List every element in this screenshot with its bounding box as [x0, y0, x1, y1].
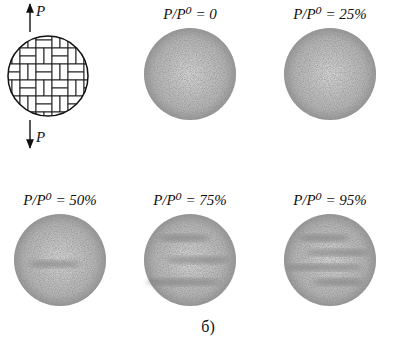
weave-strand	[68, 32, 84, 40]
weave-strand	[68, 112, 76, 128]
force-label: P	[36, 2, 45, 20]
weave-strand	[28, 96, 36, 112]
sample-circle: P/P⁰ = 50%	[4, 190, 116, 310]
weave-strand	[52, 88, 68, 96]
weave-strand	[60, 96, 68, 112]
weave-strand	[20, 56, 36, 64]
sample-disc	[140, 210, 240, 310]
weave-strand	[20, 120, 36, 128]
figure-caption: б)	[201, 318, 214, 336]
weave-strand	[20, 80, 36, 88]
weave-strand	[84, 112, 100, 120]
pressure-label: P/P⁰ = 50%	[4, 190, 116, 210]
weave-strand	[76, 80, 84, 96]
weave-strand	[52, 120, 68, 128]
weave-strand	[36, 72, 52, 80]
weave-strand	[68, 64, 84, 72]
weave-strand	[20, 88, 36, 96]
weave-strand	[68, 48, 76, 64]
weave-strand	[4, 40, 20, 48]
weave-strand	[52, 48, 68, 56]
weave-strand	[52, 80, 68, 88]
weave-strand	[20, 48, 36, 56]
weave-strand	[84, 32, 92, 48]
weave-strand	[52, 64, 60, 80]
weave-strand	[4, 104, 20, 112]
force-label: P	[36, 128, 45, 146]
sample-circle: P/P⁰ = 0	[134, 4, 246, 124]
weave-strand	[36, 48, 44, 64]
force-arrow	[29, 4, 30, 32]
weave-strand	[92, 64, 100, 80]
weave-strand	[68, 80, 76, 96]
pressure-label: P/P⁰ = 0	[134, 4, 246, 24]
weave-strand	[84, 120, 100, 128]
sample-circle: P/P⁰ = 75%	[134, 190, 246, 310]
weave-strand	[12, 112, 20, 128]
weave-strand	[12, 80, 20, 96]
weave-strand	[84, 48, 100, 56]
sample-disc	[280, 24, 380, 124]
weave-strand	[4, 64, 20, 72]
pressure-label: P/P⁰ = 25%	[274, 4, 386, 24]
sample-disc	[280, 210, 380, 310]
pressure-label: P/P⁰ = 95%	[274, 190, 386, 210]
weave-strand	[52, 56, 68, 64]
weave-strand	[52, 96, 60, 112]
weave-strand	[44, 112, 52, 128]
weave-strand	[68, 72, 84, 80]
weave-strand	[52, 32, 60, 48]
weave-strand	[92, 96, 100, 112]
sample-disc	[140, 24, 240, 124]
weave-strand	[44, 80, 52, 96]
weave-strand	[36, 96, 52, 104]
weave-strand	[60, 64, 68, 80]
weave-strand	[20, 64, 28, 80]
weave-strand	[76, 112, 84, 128]
weave-strand	[44, 48, 52, 64]
weave-strand	[4, 112, 12, 128]
weave-strand	[4, 72, 20, 80]
weave-strand	[4, 32, 20, 40]
sample-circle: P/P⁰ = 25%	[274, 4, 386, 124]
weave-strand	[84, 96, 92, 112]
fabric-circle	[8, 36, 88, 116]
pressure-label: P/P⁰ = 75%	[134, 190, 246, 210]
weave-strand	[92, 32, 100, 48]
weave-strand	[36, 80, 44, 96]
weave-strand	[36, 104, 52, 112]
sample-circle: P/P⁰ = 95%	[274, 190, 386, 310]
weave-strand	[36, 64, 52, 72]
force-arrow	[29, 120, 30, 148]
weave-strand	[36, 40, 52, 48]
sample-disc	[10, 210, 110, 310]
weave-strand	[28, 64, 36, 80]
